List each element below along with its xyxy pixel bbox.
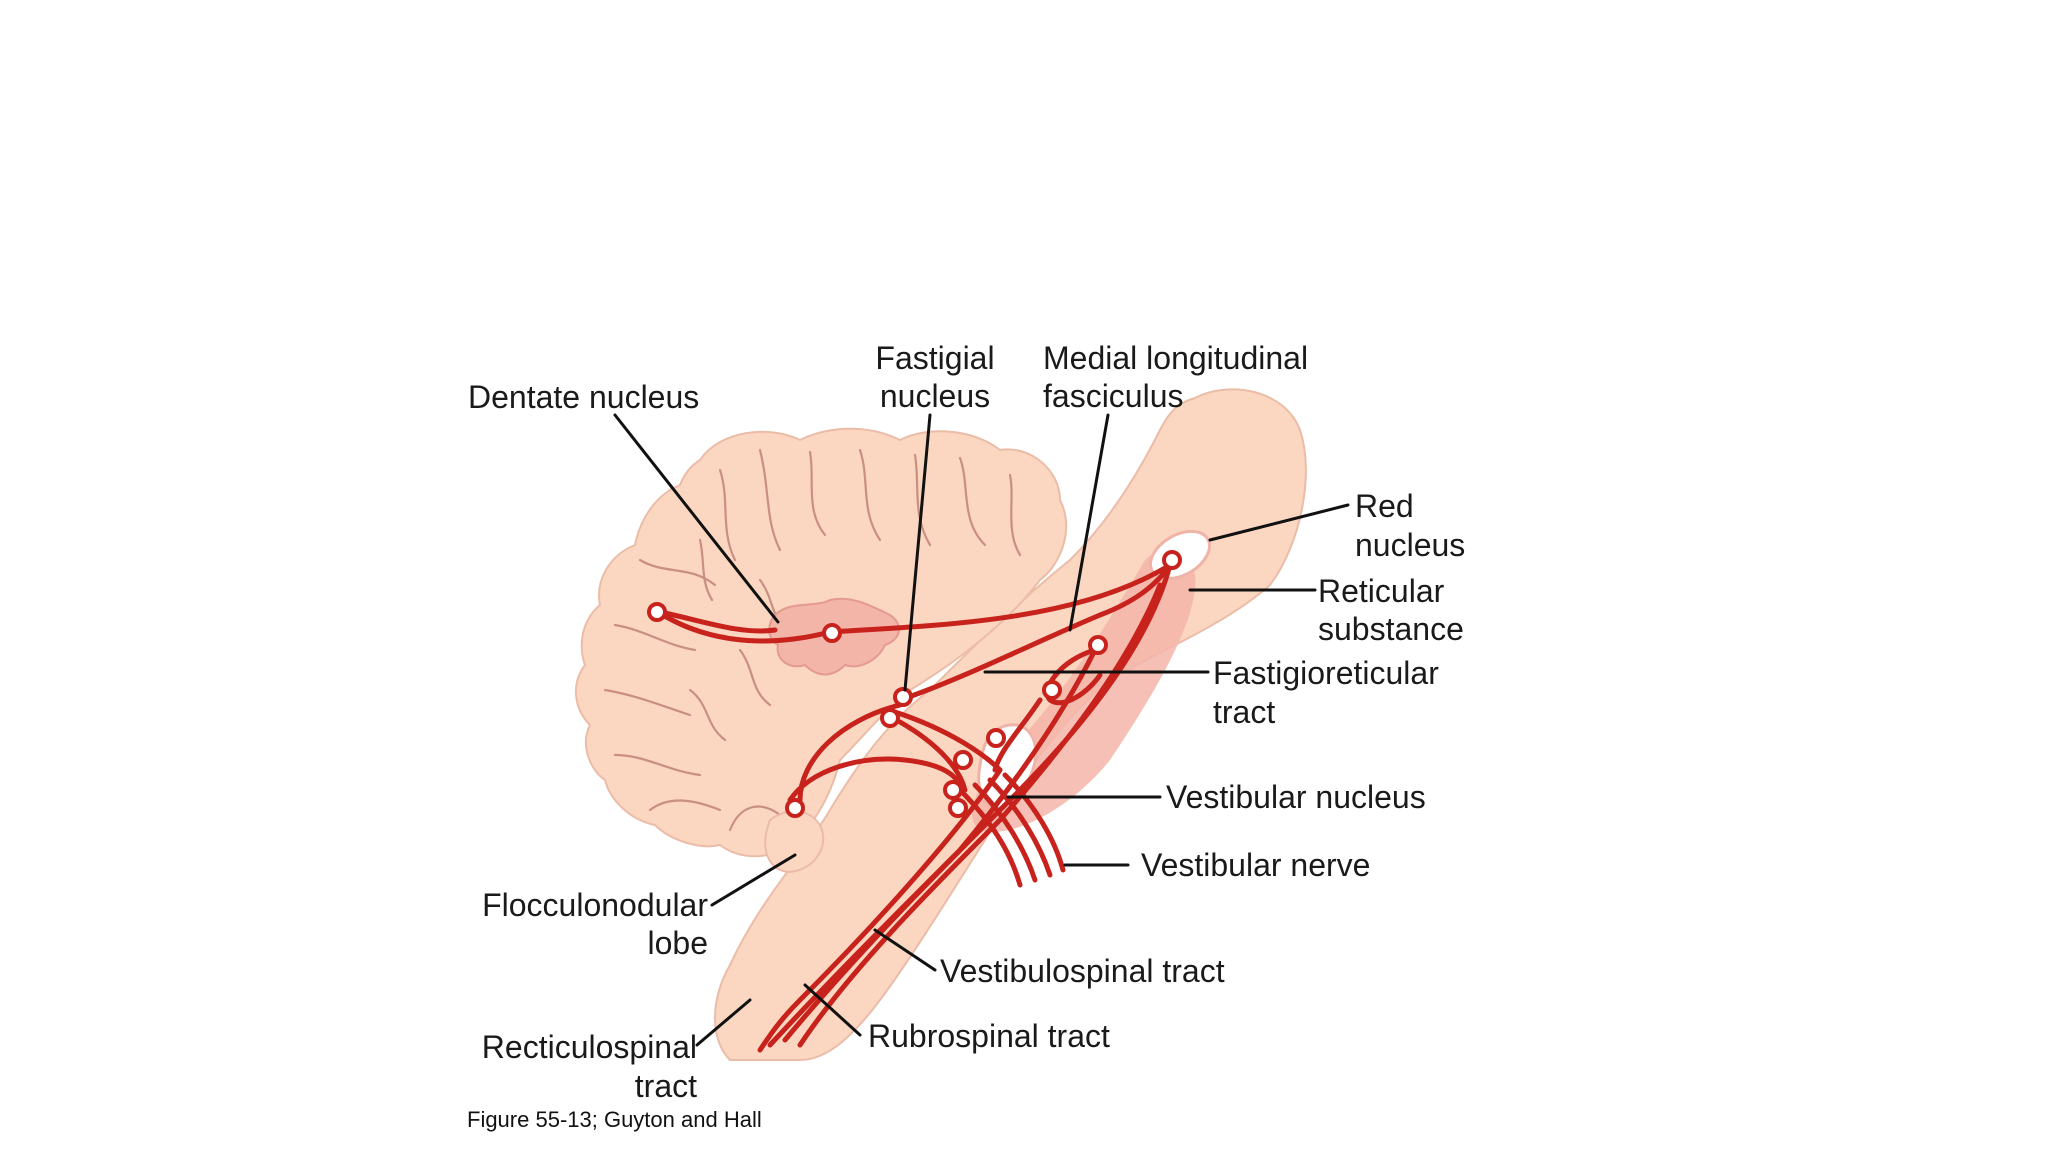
label-fastigial-nucleus-line1: Fastigial [875, 340, 994, 376]
dentate-neuron [822, 623, 842, 643]
label-recticulospinal-line1: Recticulospinal [482, 1029, 697, 1065]
cerebellar-folia [603, 448, 1022, 832]
flocculonodular-neuron [785, 798, 805, 818]
reticular-neuron-1 [1088, 635, 1108, 655]
neuron-cell-bodies [647, 550, 1182, 818]
label-mlf-line2: fasciculus [1043, 378, 1184, 414]
label-fastigioreticular-line2: tract [1213, 694, 1275, 730]
reticular-neuron-2 [1042, 680, 1062, 700]
fastigial-neuron-2 [880, 708, 900, 728]
label-vestibular-nerve: Vestibular nerve [1141, 847, 1370, 883]
label-red-nucleus-line2: nucleus [1355, 527, 1465, 563]
label-fastigioreticular-line1: Fastigioreticular [1213, 655, 1439, 691]
label-flocculonodular-line2: lobe [648, 925, 709, 961]
figure-caption: Figure 55-13; Guyton and Hall [467, 1107, 762, 1132]
label-mlf-line1: Medial longitudinal [1043, 340, 1308, 376]
vestibular-neuron-4 [948, 798, 968, 818]
label-vestibular-nucleus: Vestibular nucleus [1166, 779, 1426, 815]
fastigial-neuron-1 [893, 687, 913, 707]
label-reticular-substance-line1: Reticular [1318, 573, 1445, 609]
cortex-neuron [647, 602, 667, 622]
vestibular-neuron-2 [953, 750, 973, 770]
label-fastigial-nucleus-line2: nucleus [880, 378, 990, 414]
label-recticulospinal-line2: tract [635, 1068, 697, 1104]
label-flocculonodular-line1: Flocculonodular [482, 887, 708, 923]
label-reticular-substance-line2: substance [1318, 611, 1464, 647]
vestibular-neuron-1 [986, 728, 1006, 748]
vestibular-neuron-3 [943, 780, 963, 800]
red-nucleus-neuron [1162, 550, 1182, 570]
label-vestibulospinal-tract: Vestibulospinal tract [940, 953, 1225, 989]
leader-lines [613, 413, 1350, 1047]
fiber-tracts [652, 562, 1173, 1053]
label-dentate-nucleus: Dentate nucleus [468, 379, 699, 415]
label-rubrospinal-tract: Rubrospinal tract [868, 1018, 1110, 1054]
label-red-nucleus-line1: Red [1355, 488, 1414, 524]
